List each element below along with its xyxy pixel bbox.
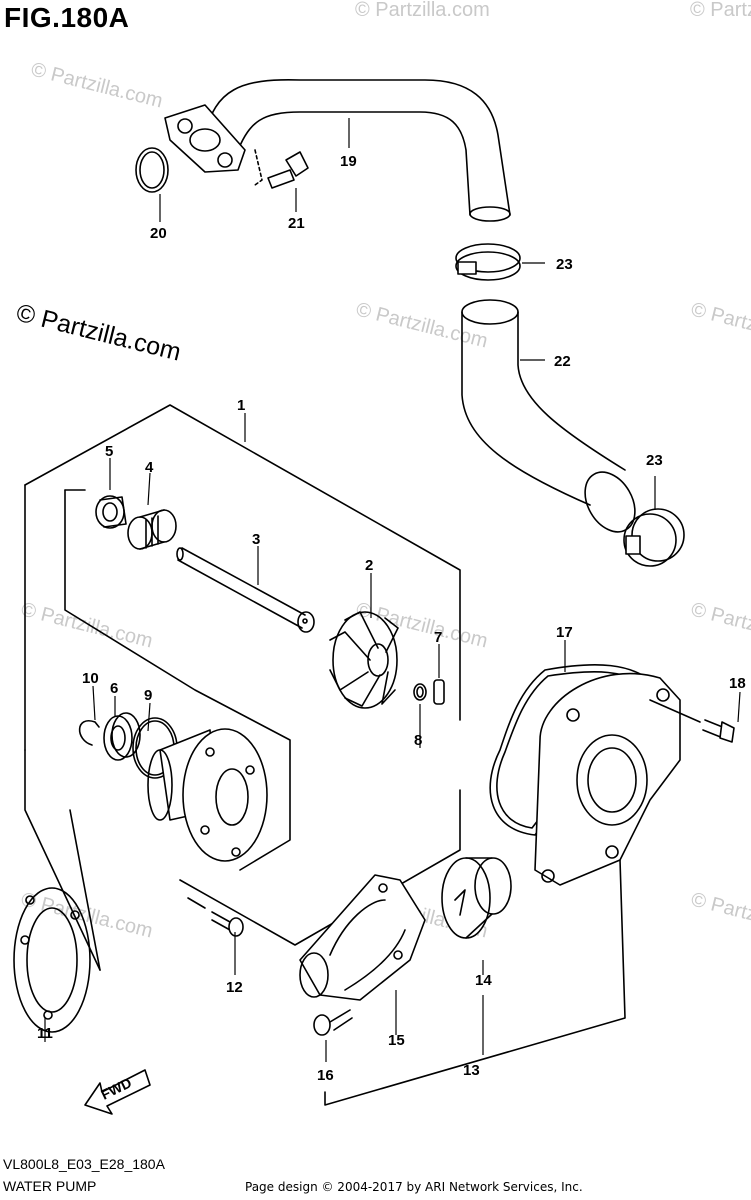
watermark-text: © Partzilla.com [355, 0, 490, 21]
callout-23-upper: 23 [556, 256, 573, 273]
watermark-text: © Partzilla.com [29, 59, 165, 113]
callout-9: 9 [144, 687, 152, 704]
o-ring-20-drawing [135, 147, 169, 193]
thermostat-cover-15-drawing [299, 874, 426, 1001]
watermark-text: © Partzilla.com [689, 599, 751, 653]
mechanical-seal-4-drawing [127, 509, 177, 550]
callout-17: 17 [556, 624, 573, 641]
callout-23-lower: 23 [646, 452, 663, 469]
callout-15: 15 [388, 1032, 405, 1049]
clamp-23-upper-drawing [455, 243, 521, 281]
callout-8: 8 [414, 732, 422, 749]
circlip-10-drawing [78, 719, 100, 746]
diagram-code: VL800L8_E03_E28_180A [3, 1156, 165, 1172]
watermark-text: © Partzilla.com [689, 889, 751, 943]
watermark-text: © Partzilla.com [689, 299, 751, 353]
callout-20: 20 [150, 225, 167, 242]
seal-5-drawing [95, 495, 127, 529]
bolt-21-drawing [254, 149, 309, 189]
callout-5: 5 [105, 443, 113, 460]
copyright-notice: Page design © 2004-2017 by ARI Network S… [245, 1180, 583, 1194]
hose-22-drawing [461, 299, 636, 533]
bracket-13 [324, 859, 626, 1106]
callout-1: 1 [237, 397, 245, 414]
callout-11: 11 [37, 1025, 53, 1042]
callout-22: 22 [554, 353, 571, 370]
figure-title: FIG.180A [4, 2, 130, 33]
thermostat-14-drawing [441, 857, 512, 939]
clamp-23-lower-drawing [623, 508, 685, 567]
washer-8-drawing [413, 683, 427, 701]
callout-18: 18 [729, 675, 746, 692]
watermark-text: © Partzilla.com [354, 299, 490, 353]
fwd-arrow-icon [84, 1069, 151, 1115]
shaft-3-drawing [176, 547, 315, 633]
impeller-2-drawing [329, 611, 399, 709]
watermark-text: © Partzilla.com [690, 0, 751, 21]
callout-14: 14 [475, 972, 492, 989]
callout-21: 21 [288, 215, 305, 232]
callout-7: 7 [434, 629, 442, 646]
leader-lines [44, 118, 741, 1062]
bolt-18-drawing [649, 699, 735, 743]
section-name: WATER PUMP [3, 1178, 97, 1194]
callout-12: 12 [226, 979, 243, 996]
callout-3: 3 [252, 531, 260, 548]
pump-cover-drawing [534, 672, 681, 886]
gasket-17-drawing [489, 664, 651, 836]
callout-labels: 1 2 3 4 5 6 7 8 9 10 11 12 13 14 15 16 1… [37, 153, 746, 1084]
pipe-19-drawing [164, 79, 511, 222]
pin-7-drawing [433, 679, 445, 705]
callout-19: 19 [340, 153, 357, 170]
callout-13: 13 [463, 1062, 480, 1079]
callout-4: 4 [145, 459, 154, 476]
pump-case-drawing [147, 728, 268, 862]
screw-12-drawing [187, 897, 244, 937]
watermark-text: © Partzilla.com [19, 599, 155, 653]
gasket-11-drawing [13, 749, 101, 1033]
watermark-large: © Partzilla.com [14, 299, 184, 367]
bolt-16-drawing [313, 1009, 353, 1036]
callout-10: 10 [82, 670, 99, 687]
callout-2: 2 [365, 557, 373, 574]
bearing-6-drawing [103, 712, 141, 761]
callout-16: 16 [317, 1067, 334, 1084]
callout-6: 6 [110, 680, 118, 697]
